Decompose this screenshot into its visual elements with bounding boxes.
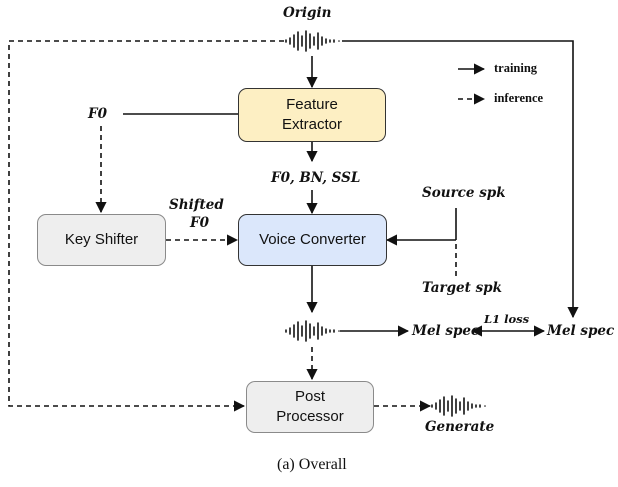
shifted-f0-label: F0 xyxy=(190,215,209,231)
mel-spec-left-label: Mel spec xyxy=(412,323,480,339)
post-processor-box: Post Processor xyxy=(246,381,374,433)
source-spk-label: Source spk xyxy=(422,185,506,201)
shifted-label: Shifted xyxy=(169,197,224,213)
target-spk-label: Target spk xyxy=(422,280,502,296)
origin-label: Origin xyxy=(283,5,332,21)
origin-waveform-icon xyxy=(285,30,340,52)
features-label: F0, BN, SSL xyxy=(271,170,361,186)
f0-label: F0 xyxy=(88,106,107,122)
legend-training-label: training xyxy=(494,61,538,75)
legend-inference-label: inference xyxy=(494,91,544,105)
figure-caption: (a) Overall xyxy=(277,456,347,473)
origin-to-post-processor-dashed-arrow xyxy=(8,40,284,412)
voice-converter-label: Voice Converter xyxy=(259,231,366,248)
feature-extractor-label-line1: Feature xyxy=(286,96,338,113)
post-processor-label-line2: Processor xyxy=(276,408,344,425)
generate-waveform-icon xyxy=(431,395,486,417)
key-shifter-box: Key Shifter xyxy=(37,214,166,266)
l1-loss-label: L1 loss xyxy=(484,312,530,326)
generate-label: Generate xyxy=(425,419,495,435)
key-shifter-label: Key Shifter xyxy=(64,231,139,248)
feature-extractor-box: Feature Extractor xyxy=(238,88,386,142)
converted-waveform-icon xyxy=(285,320,340,342)
feature-extractor-label-line2: Extractor xyxy=(281,116,342,133)
mel-spec-right-label: Mel spec xyxy=(547,323,615,339)
origin-to-mel-spec-arrow xyxy=(342,40,579,319)
post-processor-label-line1: Post xyxy=(294,388,325,405)
voice-converter-box: Voice Converter xyxy=(238,214,387,266)
